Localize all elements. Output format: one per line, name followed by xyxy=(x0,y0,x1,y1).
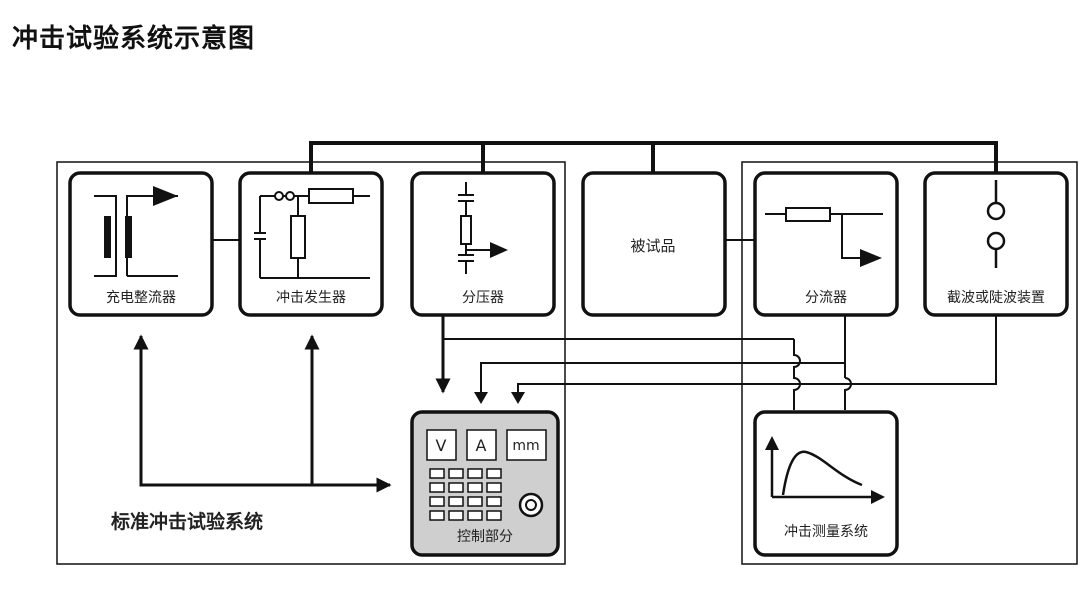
keypad-button xyxy=(467,496,483,507)
keypad-button xyxy=(429,496,445,507)
shunt-icon xyxy=(765,207,883,267)
divider-box xyxy=(410,171,556,317)
control-label: 控制部分 xyxy=(457,529,513,545)
keypad-button xyxy=(448,468,464,479)
voltage-meter-label: V xyxy=(436,436,447,455)
keypad-button xyxy=(429,482,445,493)
voltage-divider-icon xyxy=(458,182,508,274)
hv-bus-lines xyxy=(309,141,998,173)
measurement-lines xyxy=(443,315,997,410)
current-meter xyxy=(466,429,497,461)
keypad-button xyxy=(448,510,464,521)
keypad-button xyxy=(486,482,502,493)
distance-meter xyxy=(506,429,547,461)
system-label: 标准冲击试验系统 xyxy=(111,510,263,533)
keypad-button xyxy=(448,496,464,507)
measurement-label: 冲击测量系统 xyxy=(784,524,868,540)
distance-meter-label: mm xyxy=(512,438,539,454)
control-meters: V A mm xyxy=(426,429,547,461)
keypad-button xyxy=(467,510,483,521)
impulse-waveform-icon xyxy=(765,436,885,504)
impulse-generator-icon xyxy=(254,188,370,279)
keypad-button xyxy=(448,482,464,493)
test-object-label: 被试品 xyxy=(630,237,675,255)
page-title: 冲击试验系统示意图 xyxy=(12,24,256,54)
measurement-arrowheads xyxy=(474,392,525,404)
control-knob xyxy=(518,492,544,518)
keypad-button xyxy=(467,482,483,493)
spark-gap-icon xyxy=(986,180,1006,268)
chopper-label: 截波或陡波装置 xyxy=(947,290,1045,306)
keypad-button xyxy=(429,468,445,479)
keypad-button xyxy=(486,468,502,479)
keypad-button xyxy=(429,510,445,521)
measurement-box xyxy=(753,410,899,557)
keypad-button xyxy=(486,510,502,521)
transformer-rectifier-icon xyxy=(94,186,178,277)
divider-label: 分压器 xyxy=(462,290,504,306)
shunt-label: 分流器 xyxy=(805,290,847,306)
test-object-box xyxy=(581,171,727,317)
generator-label: 冲击发生器 xyxy=(276,290,346,306)
voltage-meter xyxy=(426,429,457,461)
charger-label: 充电整流器 xyxy=(106,290,176,306)
keypad-button xyxy=(486,496,502,507)
charger-box xyxy=(68,171,214,317)
generator-box xyxy=(238,171,384,317)
keypad-button xyxy=(467,468,483,479)
keypad-buttons xyxy=(429,468,502,521)
current-meter-label: A xyxy=(476,436,487,455)
feedback-lines xyxy=(133,315,451,493)
